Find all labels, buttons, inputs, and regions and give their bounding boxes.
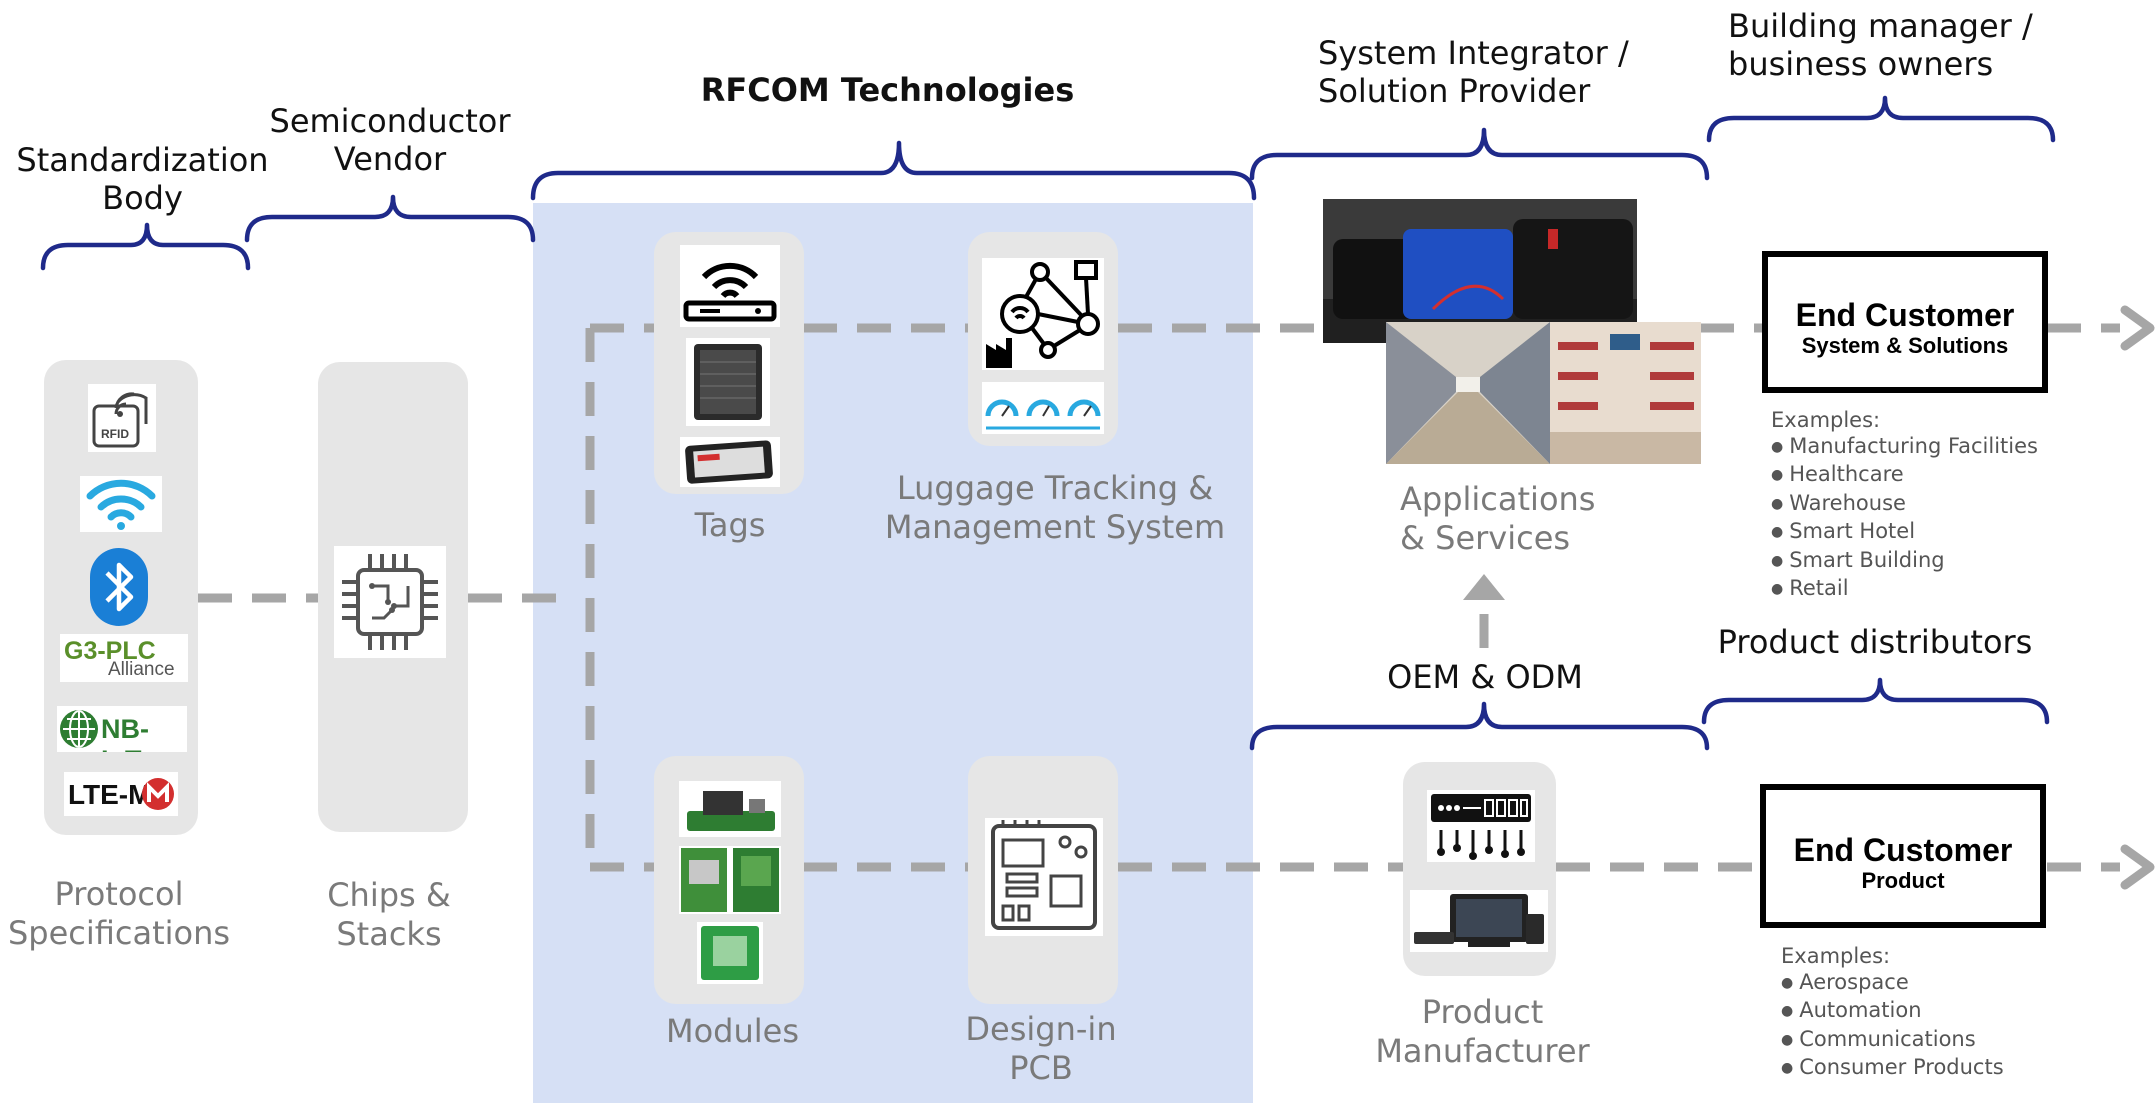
label-applications-services: Applications & Services bbox=[1400, 480, 1596, 557]
label-luggage-system: Luggage Tracking & Management System bbox=[884, 469, 1226, 546]
g3plc-logo-text: G3-PLC bbox=[64, 637, 156, 665]
header-rfcom-technologies: RFCOM Technologies bbox=[700, 71, 1075, 109]
electronics-image bbox=[1410, 890, 1548, 952]
bracket-oem bbox=[1249, 701, 1710, 751]
header-product-distributors: Product distributors bbox=[1717, 623, 2033, 661]
pcb-icon bbox=[991, 820, 1097, 930]
arrow-right-icon bbox=[2120, 305, 2155, 351]
rfid-logo: RFID bbox=[88, 384, 156, 452]
wifi-icon bbox=[86, 479, 156, 530]
network-image bbox=[982, 258, 1104, 370]
chip-image bbox=[334, 546, 446, 658]
end-customer-product-subtitle: Product bbox=[1861, 868, 1945, 893]
module-icon bbox=[687, 791, 775, 831]
retail-photo bbox=[1550, 322, 1701, 464]
router-image bbox=[680, 245, 780, 327]
bracket-distributors bbox=[1701, 677, 2050, 725]
tv-icon bbox=[1414, 894, 1544, 947]
wifi-logo bbox=[80, 476, 162, 532]
chip-icon bbox=[342, 554, 438, 650]
bracket-integrator bbox=[1249, 127, 1710, 181]
systems-examples-heading: Examples: bbox=[1771, 408, 1881, 432]
end-customer-product-title: End Customer bbox=[1793, 832, 2013, 868]
equalizer-icon bbox=[1431, 794, 1531, 860]
systems-examples: Examples: Manufacturing Facilities Healt… bbox=[1771, 408, 2111, 605]
list-item: Consumer Products bbox=[1781, 1055, 2121, 1084]
end-customer-systems-subtitle: System & Solutions bbox=[1801, 333, 2009, 358]
nbiot-logo: NB-IoT bbox=[57, 706, 187, 752]
list-item: Aerospace bbox=[1781, 970, 2121, 999]
product-examples: Examples: Aerospace Automation Communica… bbox=[1781, 944, 2121, 1084]
label-design-in-pcb: Design-in PCB bbox=[965, 1010, 1117, 1087]
module-image-2 bbox=[679, 846, 781, 914]
list-item: Manufacturing Facilities bbox=[1771, 434, 2111, 463]
list-item: Warehouse bbox=[1771, 491, 2111, 520]
gauge-icon bbox=[985, 399, 1101, 430]
label-modules: Modules bbox=[665, 1012, 800, 1050]
arrow-right-icon bbox=[2120, 844, 2155, 890]
header-standardization-body: Standardization Body bbox=[16, 141, 269, 217]
header-system-integrator: System Integrator / Solution Provider bbox=[1318, 34, 1629, 110]
list-item: Healthcare bbox=[1771, 462, 2111, 491]
luggage-photo-graphic bbox=[1323, 199, 1637, 343]
equalizer-image bbox=[1427, 790, 1535, 862]
globe-icon bbox=[60, 710, 98, 748]
list-item: Smart Hotel bbox=[1771, 519, 2111, 548]
list-item: Communications bbox=[1781, 1027, 2121, 1056]
retail-photo-graphic bbox=[1550, 322, 1701, 464]
ltem-logo: LTE-M bbox=[64, 772, 178, 816]
module-icon bbox=[701, 926, 759, 980]
list-item: Smart Building bbox=[1771, 548, 2111, 577]
bracket-standardization bbox=[40, 222, 251, 271]
list-item: Automation bbox=[1781, 998, 2121, 1027]
list-item: Retail bbox=[1771, 576, 2111, 605]
bracket-semiconductor bbox=[244, 194, 536, 243]
g3plc-logo-subtext: Alliance bbox=[108, 659, 175, 680]
label-protocol-specifications: Protocol Specifications bbox=[7, 875, 231, 952]
header-oem-odm: OEM & ODM bbox=[1387, 658, 1583, 696]
nbiot-logo-text: NB-IoT bbox=[101, 714, 149, 752]
tablet-image bbox=[680, 437, 780, 487]
product-examples-heading: Examples: bbox=[1781, 944, 1891, 968]
bracket-rfcom bbox=[530, 140, 1257, 201]
warehouse-photo bbox=[1386, 322, 1550, 464]
label-tags: Tags bbox=[694, 506, 766, 544]
tag-device-image bbox=[686, 338, 770, 426]
rfid-logo-text: RFID bbox=[101, 427, 129, 441]
module-icon bbox=[681, 848, 779, 912]
label-chips-stacks: Chips & Stacks bbox=[327, 876, 451, 953]
ltem-m-icon bbox=[142, 778, 174, 810]
arrow-up-icon bbox=[1463, 574, 1505, 600]
rfcom-highlight-area bbox=[533, 203, 1253, 1103]
network-icon bbox=[986, 260, 1100, 368]
luggage-photo bbox=[1323, 199, 1637, 343]
product-examples-list: Aerospace Automation Communications Cons… bbox=[1781, 970, 2121, 1084]
systems-examples-list: Manufacturing Facilities Healthcare Ware… bbox=[1771, 434, 2111, 605]
pcb-image bbox=[985, 818, 1103, 936]
gauges-image bbox=[982, 382, 1104, 434]
tag-device-icon bbox=[694, 344, 762, 420]
warehouse-photo-graphic bbox=[1386, 322, 1550, 464]
module-image-1 bbox=[679, 781, 781, 837]
end-customer-systems-box: End Customer System & Solutions bbox=[1762, 251, 2048, 393]
header-semiconductor-vendor: Semiconductor Vendor bbox=[269, 102, 511, 178]
bracket-building bbox=[1706, 95, 2056, 143]
bluetooth-icon bbox=[90, 548, 148, 626]
bluetooth-logo bbox=[89, 547, 149, 627]
label-product-manufacturer: Product Manufacturer bbox=[1375, 993, 1590, 1070]
tablet-icon bbox=[685, 440, 773, 484]
rfid-icon bbox=[92, 392, 148, 448]
g3plc-logo: G3-PLC Alliance bbox=[60, 634, 188, 682]
router-icon bbox=[683, 262, 777, 322]
ltem-logo-text: LTE-M bbox=[68, 779, 152, 810]
end-customer-product-box: End Customer Product bbox=[1760, 784, 2046, 928]
end-customer-systems-title: End Customer bbox=[1795, 297, 2015, 333]
module-image-3 bbox=[697, 922, 763, 984]
header-building-manager: Building manager / business owners bbox=[1728, 7, 2033, 83]
